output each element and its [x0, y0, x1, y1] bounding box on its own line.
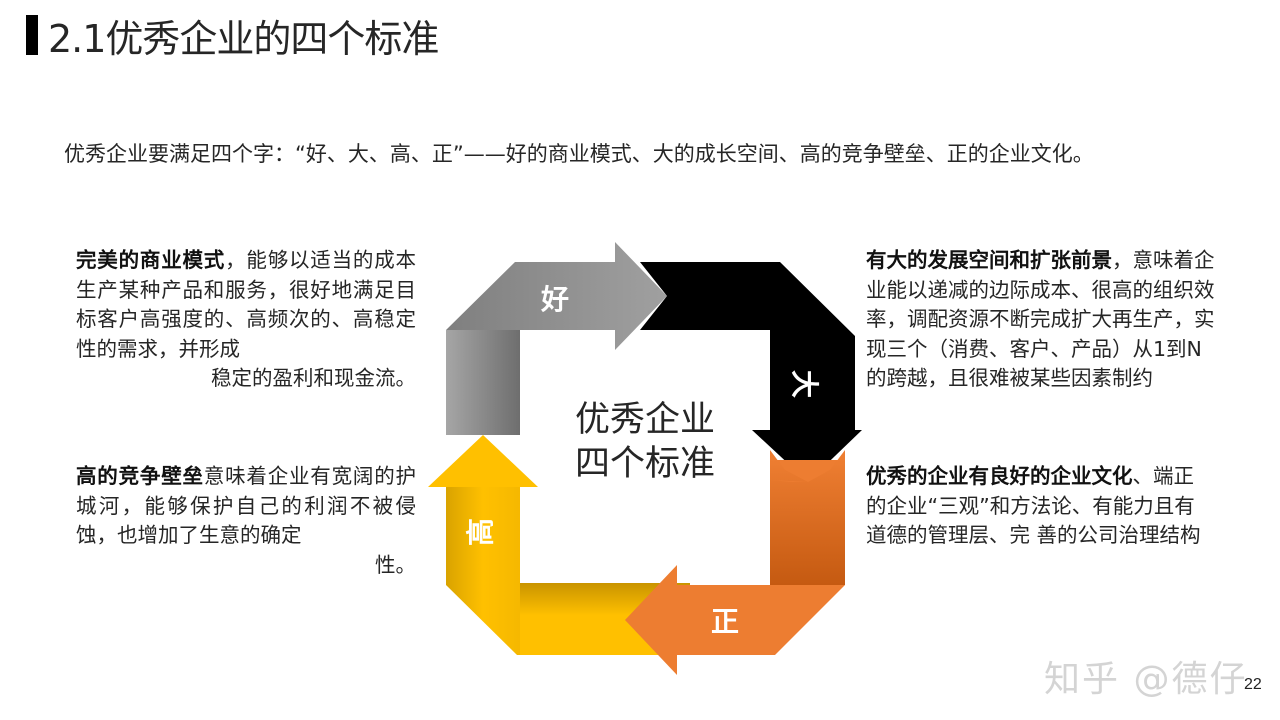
text-block-business-model: 完美的商业模式，能够以适当的成本生产某种产品和服务，很好地满足目标客户高强度的、… [76, 246, 416, 394]
label-da: 大 [788, 369, 822, 399]
block-body: ，能够以适当的成本生产某种产品和服务，很好地满足目标客户高强度的、高频次的、高稳… [76, 248, 417, 361]
block-heading: 完美的商业模式 [76, 248, 226, 272]
page-number: 22 [1244, 676, 1262, 693]
arrow-hao-gray [446, 242, 667, 435]
block-body-last-line: 稳定的盈利和现金流。 [211, 366, 416, 390]
title-accent-bar [26, 15, 38, 55]
slide-title: 2.1优秀企业的四个标准 [48, 16, 439, 61]
block-body: 、端正的企业“三观”和方法论、有能力且有道德的管理层、完 善的公司治理结构 [866, 464, 1201, 547]
text-block-competitive-barrier: 高的竞争壁垒意味着企业有宽阔的护城河，能够保护自己的利润不被侵蚀，也增加了生意的… [76, 462, 416, 580]
block-heading: 有大的发展空间和扩张前景 [866, 248, 1112, 272]
block-body: 意味着企业有宽阔的护城河，能够保护自己的利润不被侵蚀，也增加了生意的确定 [76, 464, 417, 547]
block-heading: 高的竞争壁垒 [76, 464, 204, 488]
label-zheng: 正 [711, 605, 740, 638]
center-label-line1: 优秀企业 [574, 400, 715, 440]
text-block-corporate-culture: 优秀的企业有良好的企业文化、端正的企业“三观”和方法论、有能力且有道德的管理层、… [866, 462, 1211, 551]
watermark: 知乎 @德仔 [1044, 659, 1248, 700]
arrow-da-black [640, 262, 862, 482]
label-gao: 高 [464, 517, 498, 547]
arrow-zheng-orange [625, 450, 845, 675]
block-body-last-line: 性。 [375, 552, 416, 577]
center-label-line2: 四个标准 [574, 444, 715, 484]
text-block-growth-space: 有大的发展空间和扩张前景，意味着企业能以递减的边际成本、很高的组织效率，调配资源… [866, 246, 1221, 394]
slide-title-wrap: 2.1优秀企业的四个标准 [26, 10, 439, 61]
label-hao: 好 [541, 283, 570, 316]
intro-text: 优秀企业要满足四个字：“好、大、高、正”——好的商业模式、大的成长空间、高的竞争… [64, 142, 1094, 166]
block-body: ，意味着企业能以递减的边际成本、很高的组织效率，调配资源不断完成扩大再生产，实现… [866, 248, 1215, 390]
center-label: 优秀企业 四个标准 [560, 398, 730, 486]
block-heading: 优秀的企业有良好的企业文化 [866, 464, 1133, 488]
